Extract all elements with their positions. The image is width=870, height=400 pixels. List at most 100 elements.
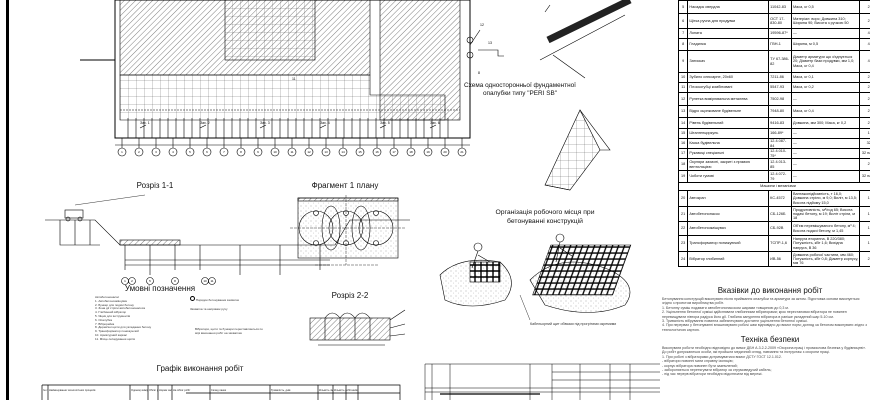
spec-cell-n: 7 [677,28,689,39]
legend-item: 1. Автобетонозмішувач [95,298,128,303]
spec-cell-name: Автобетононасос [687,206,770,222]
spec-cell-gost: 12.4.013-85 [768,158,792,171]
svg-text:12: 12 [480,23,484,27]
axis-marker: 8 [171,277,179,285]
axis-marker: 16 [372,138,382,157]
axis-label: 7 [223,150,225,154]
axis-label: 2 [138,150,140,154]
spec-cell-name: Рулетка вимірювальна металева [687,92,770,106]
spec-cell-gost: ОСТ 17-830-80 [768,13,792,29]
axis-marker: 4 [168,138,178,157]
legend-item: 2. Бункер для подачі бетону [95,302,134,307]
note-paragraph: - корпус вібратора повинен бути заземлен… [662,363,738,368]
schedule-header-cell: Найменування технологічних процесів [49,389,96,392]
axis-label: 1 [121,150,123,154]
spec-cell-char: — [790,128,861,139]
plan-grips: Зах. 1 Зах. 2 Зах. 3 Зах. 4 Зах. 5 Зах. … [140,23,492,125]
spec-cell-n: 13 [677,105,689,118]
workplace-title-line: Організація робочого місця при [495,209,595,216]
axis-label: 5 [189,150,191,154]
spec-cell-gost: 12.4.072-79 [768,170,792,183]
spec-cell-name: Рукавиці спеціальні [687,148,770,159]
spec-cell-gost: 12.4.087-84 [768,138,792,149]
axis-marker: 2 [134,138,144,157]
spec-cell-gost: 11042-83 [768,0,792,14]
spec-cell-qty: 2 [859,105,870,118]
note-paragraph: 2. Ущільнення бетонної суміші здійснюват… [662,310,847,319]
schedule-title: Графік виконання робіт [156,364,244,373]
spec-cell-gost: КС-4572 [768,190,792,207]
spec-cell-n: 18 [677,158,689,171]
axis-marker: 5 [146,277,154,285]
axis-label: 3 [155,150,157,154]
schedule-header-cell: Склад ланки [211,389,227,392]
spec-cell-char: — [790,158,861,171]
axis-marker: 14 [338,138,348,157]
spec-cell-gost: ГВН-1 [768,38,792,51]
spec-cell-qty: 1 [859,190,870,207]
spec-cell-char: Маса, кг 0,1 [790,72,861,83]
note-paragraph: 4. При перервах у бетонуванні влаштовува… [662,323,867,332]
legend-item: 6. Опалубка [95,317,113,322]
axis-marker: 11 [208,277,216,285]
schedule-header-cell: Кількість змін [319,389,333,392]
axis-marker: 3 [151,138,161,157]
legend-note: Вібратори, щити та бункери переставляють… [195,327,263,335]
schedule-table-lines [41,384,401,400]
spec-cell-qty: 32 пари [859,148,870,159]
legend-symbol-2: Захватка та напрямок руху [190,307,228,311]
section-1-1-drawing [45,194,410,275]
instructions-title: Вказівки до виконання робіт [717,286,823,295]
legend-item: 9. Трансформатор понижуючий [95,329,139,334]
resource-table-lines [424,363,660,400]
spec-cell-char: — [790,28,861,39]
workplace-drawing [439,233,632,321]
spec-cell-n: 23 [677,235,689,252]
spec-cell-gost: ИВ-56 [768,251,792,267]
note-paragraph: - під час перерв вібратори необхідно від… [662,372,763,377]
axis-marker: 8 [236,138,246,157]
spec-cell-char: Діаметр арматури що з'єднується 20; Діам… [790,50,861,73]
spec-cell-n: 14 [677,117,689,129]
spec-cell-n: 11 [677,82,689,93]
svg-text:Зах. 3: Зах. 3 [260,121,270,125]
legend-item: 3. Зона дії стріли автобетононасоса [95,306,146,311]
fragment-plan-drawing [290,195,405,266]
spec-cell-n: 21 [677,206,689,222]
spec-cell-gost: ТСПР-1,6 [768,235,792,252]
axis-marker: 19 [423,138,433,157]
safety-text: Виконувати роботи необхідно відповідно д… [662,346,870,377]
spec-cell-name: Трансформатор понижуючий [687,235,770,252]
axis-label: 14 [341,150,345,154]
spec-cell-gost: 7502-98 [768,92,792,106]
spec-cell-n: 6 [677,13,689,29]
legend-item: 5. Ящик для інструментів [95,313,131,318]
spec-cell-n: 22 [677,221,689,236]
axis-marker: 13 [321,138,331,157]
peri-sb-formwork-drawing [544,109,611,191]
sheet-frame-line [6,0,9,400]
axis-marker: 15 [355,138,365,157]
spec-cell-name: Відро оцинковане будівельне [687,105,770,118]
spec-cell-qty: 32 пари [859,170,870,183]
spec-cell-char: Об'єм перемішуваного бетону, м³ 4; Висот… [790,221,861,236]
spec-cell-gost: ТУ 67-386-82 [768,50,792,73]
spec-cell-char: Вантажопідйомність, т 16,0; Довжина стрі… [790,190,861,207]
spec-cell-qty: 2 [859,251,870,267]
spec-cell-name: Зубило слюсарне, 20х60 [687,72,770,83]
schedule-headers: № п/пНайменування технологічних процесів… [42,386,400,400]
spec-cell-char: — [790,138,861,149]
axis-label: 17 [392,150,396,154]
axis-label: 8 [240,150,242,154]
schedule-header-cell: На обсяг робіт [173,389,191,392]
note-paragraph: 1. При роботі з вібраторами дотримуватис… [662,354,782,359]
spec-cell-char: Продуктивність, м³/год 65; Висота подачі… [790,206,861,222]
